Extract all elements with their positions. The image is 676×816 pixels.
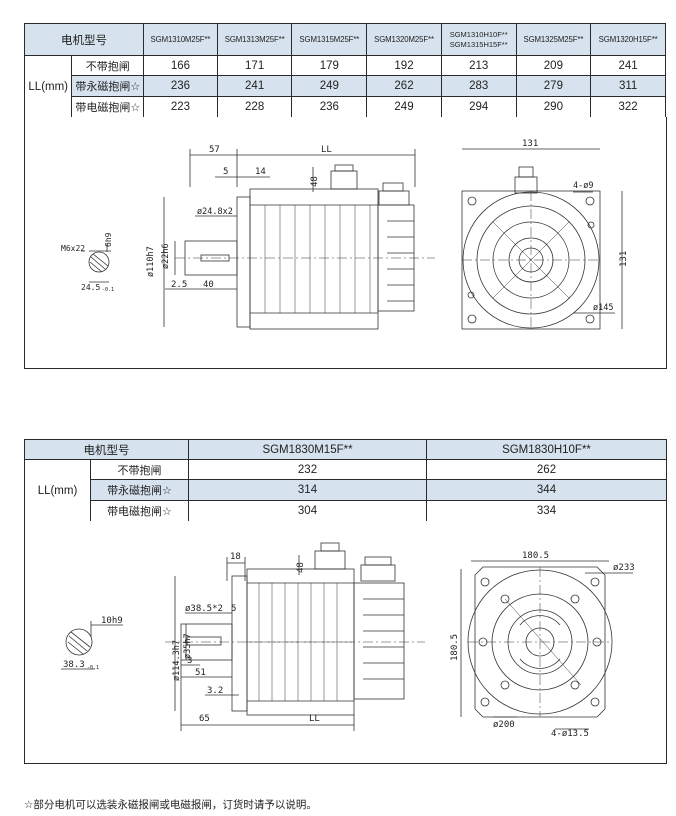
row-label: 带电磁抱闸☆ [71, 96, 145, 118]
shaft-key-detail: 10h9 38.3 -0.1 [61, 616, 123, 671]
row-label: 带永磁抱闸☆ [71, 75, 145, 97]
spec-table-1: 电机型号 SGM1310M25F** SGM1313M25F** SGM1315… [23, 23, 666, 118]
dim-57: 57 [209, 145, 220, 155]
dim-6h9: 6h9 [104, 232, 113, 247]
table-cell: 249 [291, 75, 368, 97]
dimension-drawing-1: M6x22 6h9 24.5 -0.1 57 LL 5 14 48 [24, 117, 667, 369]
motor-drawing-180: 10h9 38.3 -0.1 18 48 [61, 542, 635, 739]
motor-side-view: 57 LL 5 14 48 [146, 145, 435, 330]
table-cell: 241 [216, 75, 293, 97]
dim-key: M6x22 [61, 244, 85, 253]
spec-table-2: 电机型号 SGM1830M15F** SGM1830H10F** LL(mm) … [24, 439, 667, 522]
dim-2-5: 2.5 [171, 280, 187, 290]
model-name: SGM1310M25F** [143, 23, 218, 56]
model-name-double: SGM1310H10F** SGM1315H15F** [440, 23, 517, 56]
motor-side-view: 18 48 [165, 542, 425, 731]
table-cell: 236 [291, 96, 368, 118]
dim-233: ø233 [613, 563, 635, 573]
dim-22: ø22h6 [161, 243, 171, 269]
dim-LL: LL [321, 145, 332, 155]
dim-10h9: 10h9 [101, 616, 123, 626]
dim-5: 5 [231, 604, 236, 614]
table-cell: 344 [426, 479, 667, 501]
dim-flange: ø38.5*2 [185, 604, 223, 614]
dim-3: 3 [187, 656, 192, 666]
ll-label: LL(mm) [23, 55, 73, 118]
footnote: ☆部分电机可以选装永磁报闸或电磁报闸，订货时请予以说明。 [24, 799, 317, 811]
dim-3-2: 3.2 [207, 686, 223, 696]
table-cell: 279 [515, 75, 592, 97]
table-cell: 179 [291, 55, 368, 76]
model-name: SGM1315M25F** [291, 23, 368, 56]
dim-holes: 4-ø13.5 [551, 729, 589, 739]
table-cell: 311 [590, 75, 666, 97]
table-cell: 262 [426, 459, 667, 480]
dim-holes: 4-ø9 [573, 181, 593, 191]
table-cell: 228 [216, 96, 293, 118]
dim-flange: ø24.8x2 [197, 207, 233, 217]
motor-drawing-130: M6x22 6h9 24.5 -0.1 57 LL 5 14 48 [61, 139, 629, 330]
dim-131-top: 131 [522, 139, 538, 149]
dim-5: 5 [223, 167, 228, 177]
dim-38-3-tol: -0.1 [87, 665, 99, 671]
model-name: SGM1313M25F** [216, 23, 293, 56]
row-label: 带永磁抱闸☆ [90, 479, 189, 501]
dim-180-side: 180.5 [450, 634, 460, 661]
dim-51: 51 [195, 668, 206, 678]
table-cell: 213 [440, 55, 517, 76]
dim-38-3: 38.3 [63, 660, 85, 670]
ll-label: LL(mm) [24, 459, 91, 522]
dim-14: 14 [255, 167, 266, 177]
model-name: SGM1310H10F** [449, 29, 508, 39]
table-cell: 322 [590, 96, 666, 118]
dim-145: ø145 [593, 303, 613, 313]
dimension-drawing-2: 10h9 38.3 -0.1 18 48 [24, 521, 667, 764]
dim-114: ø114.3h7 [172, 640, 182, 681]
model-name: SGM1320H15F** [590, 23, 666, 56]
dim-24-5-tol: -0.1 [102, 287, 114, 293]
table-cell: 262 [366, 75, 442, 97]
model-header-label: 电机型号 [24, 439, 189, 460]
table-cell: 223 [143, 96, 218, 118]
table-cell: 304 [188, 500, 427, 522]
model-header-label: 电机型号 [23, 23, 145, 56]
model-name: SGM1830H10F** [426, 439, 667, 460]
table-cell: 232 [188, 459, 427, 480]
dim-18: 18 [230, 552, 241, 562]
dim-35: ø35h7 [183, 633, 193, 659]
shaft-key-detail: M6x22 6h9 24.5 -0.1 [61, 232, 114, 293]
table-cell: 171 [216, 55, 293, 76]
row-label: 不带抱闸 [71, 55, 145, 76]
table-cell: 314 [188, 479, 427, 501]
row-label: 不带抱闸 [90, 459, 189, 480]
dim-180-top: 180.5 [522, 551, 549, 561]
dim-131-side: 131 [619, 251, 629, 267]
motor-front-view: 180.5 180.5 ø233 ø200 4-ø13.5 [450, 551, 635, 739]
table-cell: 236 [143, 75, 218, 97]
dim-LL: LL [309, 714, 320, 724]
dim-24-5: 24.5 [81, 283, 100, 292]
table-cell: 294 [440, 96, 517, 118]
table-cell: 209 [515, 55, 592, 76]
dim-40: 40 [203, 280, 214, 290]
model-name: SGM1320M25F** [366, 23, 442, 56]
table-cell: 283 [440, 75, 517, 97]
table-cell: 241 [590, 55, 666, 76]
model-name: SGM1830M15F** [188, 439, 427, 460]
model-name: SGM1325M25F** [515, 23, 592, 56]
dim-110: ø110h7 [146, 246, 156, 277]
model-name: SGM1315H15F** [449, 39, 508, 49]
table-cell: 166 [143, 55, 218, 76]
dim-65: 65 [199, 714, 210, 724]
row-label: 带电磁抱闸☆ [90, 500, 189, 522]
table-cell: 192 [366, 55, 442, 76]
motor-front-view: 131 131 4-ø9 ø145 [461, 139, 629, 330]
table-cell: 334 [426, 500, 667, 522]
dim-48: 48 [310, 176, 320, 187]
dim-48: 48 [296, 562, 306, 573]
table-cell: 290 [515, 96, 592, 118]
dim-200: ø200 [493, 720, 515, 730]
table-cell: 249 [366, 96, 442, 118]
